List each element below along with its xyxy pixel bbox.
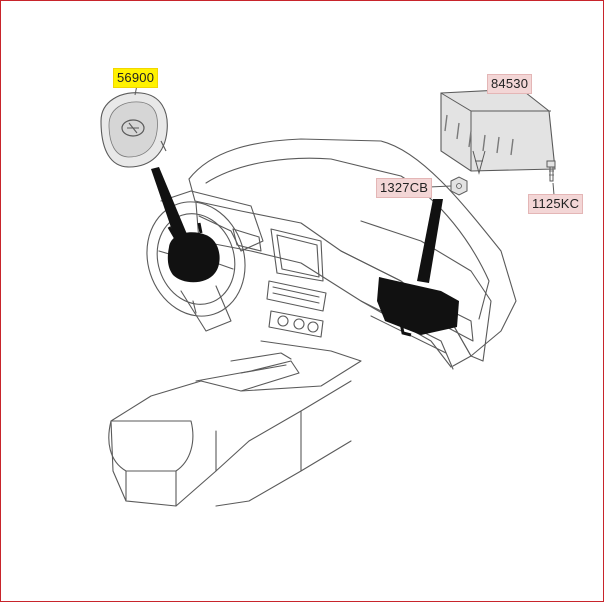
center-display-inner	[276, 234, 320, 278]
console-side	[125, 430, 217, 507]
console-front	[215, 410, 352, 507]
steering-airbag-cover	[100, 92, 168, 168]
part-label-steering-airbag[interactable]: 56900	[113, 68, 159, 88]
dashboard-outline	[188, 138, 517, 367]
knob-mid	[293, 318, 305, 330]
driver-vent	[232, 228, 262, 252]
knob-left	[277, 315, 289, 327]
steering-column	[180, 285, 232, 332]
part-label-passenger-airbag[interactable]: 84530	[487, 74, 533, 94]
part-label-bolt[interactable]: 1125KC	[528, 194, 584, 214]
control-knobs	[268, 310, 324, 338]
nut-part	[450, 176, 468, 196]
driver-airbag-module	[167, 222, 220, 283]
driver-dash	[160, 190, 264, 252]
bolt-part	[546, 160, 556, 182]
knob-right	[307, 321, 319, 333]
steering-airbag-pointer	[151, 167, 189, 245]
nut-leader-line	[428, 185, 452, 188]
vent-slats	[272, 286, 320, 304]
console-tray	[195, 360, 300, 392]
bolt-leader-line	[552, 182, 555, 196]
center-display	[270, 228, 324, 282]
dashboard-inner-line	[205, 157, 490, 320]
console-armrest	[108, 420, 194, 472]
passenger-airbag-module	[377, 277, 459, 337]
shifter-area	[230, 352, 292, 374]
center-vents	[266, 280, 327, 312]
part-label-nut[interactable]: 1327CB	[376, 178, 433, 198]
passenger-airbag-pointer	[417, 199, 443, 283]
passenger-airbag-unit	[440, 88, 556, 175]
center-console	[110, 340, 362, 507]
steering-wheel-rim	[146, 201, 246, 317]
steering-wheel-inner	[156, 213, 236, 305]
